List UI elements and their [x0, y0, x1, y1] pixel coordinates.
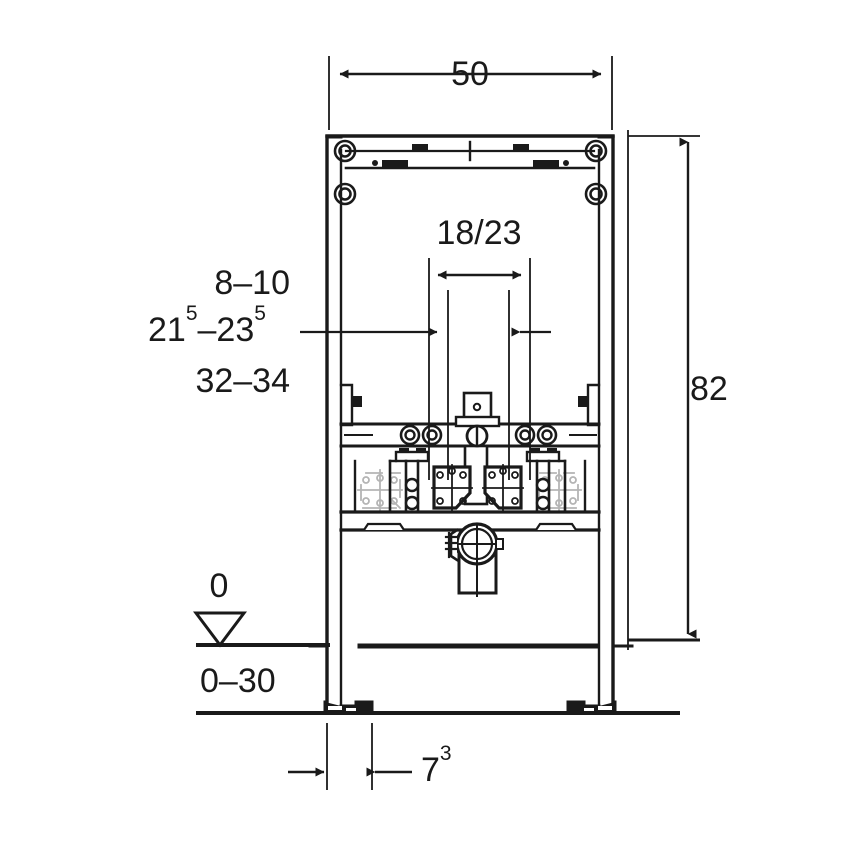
lower-crossbar	[339, 510, 601, 532]
connection-height-range-1: 8–10	[214, 264, 290, 302]
water-supply-nut-right-outer	[536, 424, 558, 446]
water-supply-nut-right-inner	[514, 424, 536, 446]
mounting-bracket-left	[431, 464, 473, 511]
threaded-rod-left	[388, 448, 430, 512]
water-supply-nut-left-inner	[421, 424, 443, 446]
foot-right	[566, 700, 617, 714]
right-vertical-rail	[597, 135, 615, 714]
datum-level-triangle-icon	[193, 611, 247, 648]
overall-height-label: 82	[690, 370, 728, 408]
top-crossbar	[325, 134, 615, 170]
range2-second-superscript: 5	[254, 302, 266, 325]
floor-offset-depth-label: 73	[421, 742, 452, 789]
range2-second-number: –23	[198, 311, 255, 349]
datum-level-label: 0	[210, 567, 229, 605]
corner-bolt-mid-right	[584, 182, 608, 206]
connection-height-range-3: 32–34	[195, 362, 290, 400]
threaded-rod-right	[525, 448, 567, 512]
overall-width-label: 50	[451, 55, 489, 93]
corner-bolt-top-left	[333, 139, 357, 163]
left-vertical-rail	[325, 135, 343, 714]
corner-bolt-mid-left	[333, 182, 357, 206]
foot-depth-superscript: 3	[440, 742, 452, 765]
dimension-labels: 50 18/23 82 8–10 215–235 32–34 0 0–30 73	[148, 55, 728, 789]
bracket-channel-outlines	[353, 459, 587, 514]
corner-bolt-top-right	[584, 139, 608, 163]
connection-height-range-2: 215–235	[148, 302, 266, 349]
hidden-plate-left	[357, 469, 403, 511]
range2-first-number: 21	[148, 311, 186, 349]
installation-frame	[308, 134, 634, 714]
mounting-bracket-right	[482, 464, 524, 511]
floor-build-up-range: 0–30	[200, 662, 276, 700]
drain-trap-connector	[455, 522, 504, 597]
foot-depth-number: 7	[421, 751, 440, 789]
foot-left	[323, 700, 374, 714]
water-supply-nut-left-outer	[399, 424, 421, 446]
range2-first-superscript: 5	[186, 302, 198, 325]
drain-clamp	[444, 528, 459, 562]
tap-hole-spacing-label: 18/23	[436, 214, 521, 252]
